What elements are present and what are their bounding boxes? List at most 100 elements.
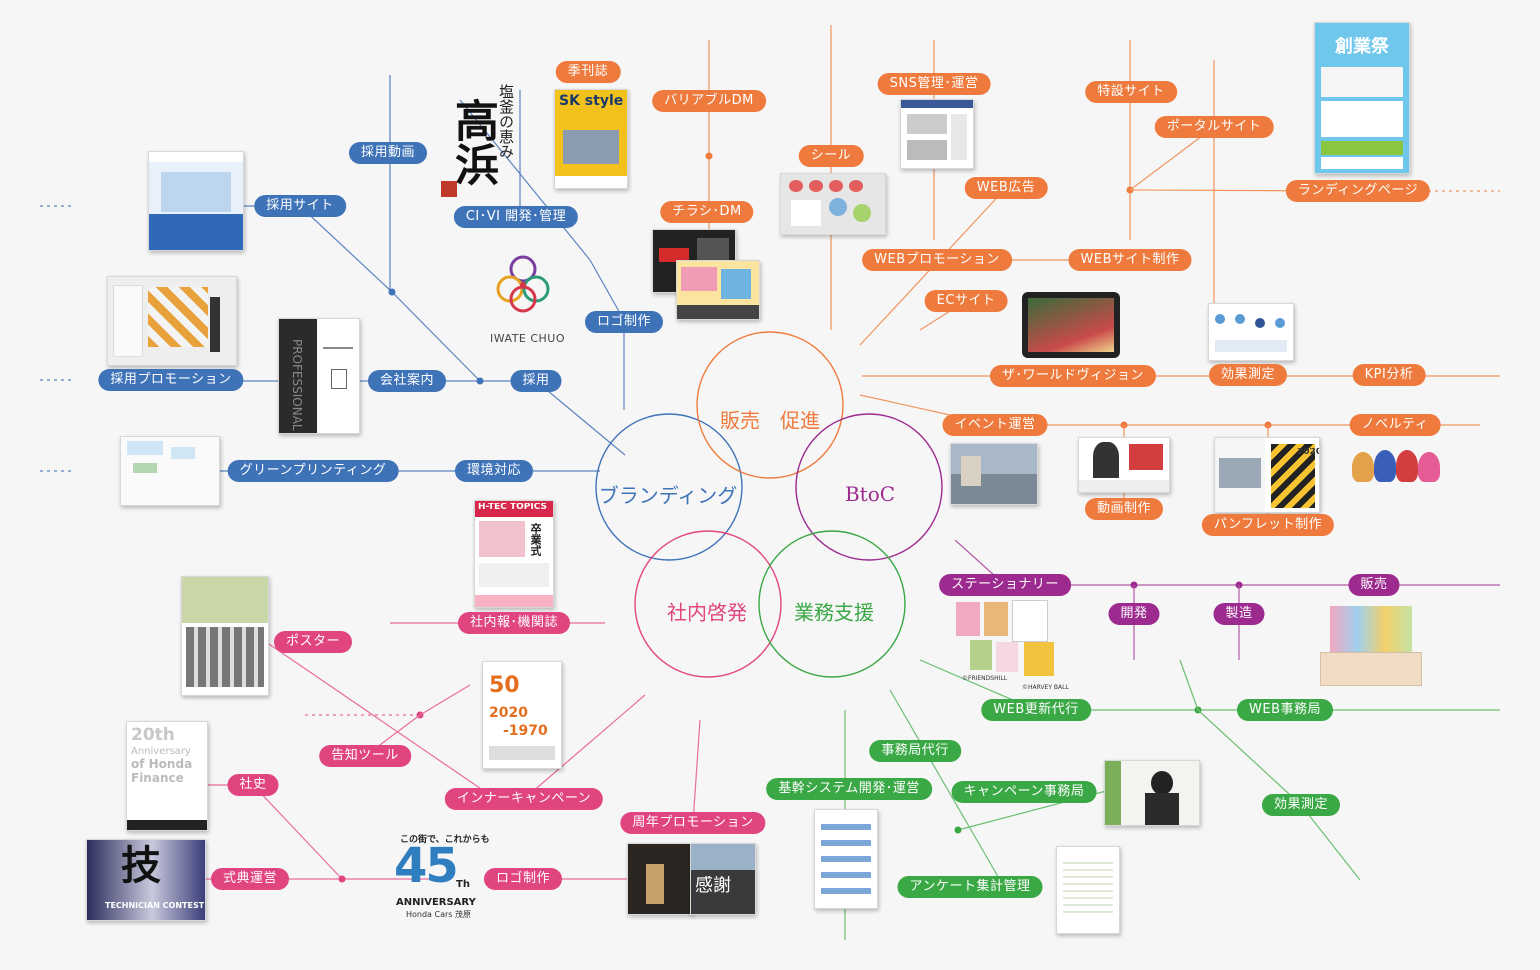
pamphlet-thumbnail: 2020 xyxy=(1214,437,1320,513)
newsletter-label: 社内報･機関誌 xyxy=(457,612,571,634)
survey-label: アンケート集計管理 xyxy=(897,876,1043,898)
recruit-label: 採用 xyxy=(510,370,562,392)
poster-thumbnail xyxy=(181,576,269,696)
survey-thumbnail xyxy=(1056,846,1120,934)
connector-line xyxy=(535,380,626,456)
htec-text: H-TEC TOPICS xyxy=(478,503,547,512)
business-circle-label: 業務支援 xyxy=(794,600,874,625)
core-system-label: 基幹システム開発･運営 xyxy=(766,778,932,800)
takahama-logo-text: 高浜 xyxy=(447,98,498,186)
twenty-finance-text: Finance xyxy=(131,772,184,785)
twenty-honda-text: of Honda xyxy=(131,758,193,771)
connector-line xyxy=(391,291,481,382)
anniversary-photo-1 xyxy=(627,843,693,915)
takahama-top-text: 塩釜の恵み xyxy=(497,84,515,159)
green-printing-thumbnail xyxy=(120,436,220,506)
web-promotion-label: WEBプロモーション xyxy=(862,249,1012,271)
anniversary-promotion-label: 周年プロモーション xyxy=(620,812,766,834)
seal-sheet-thumbnail xyxy=(780,173,886,235)
junction-dot xyxy=(476,377,484,385)
sotsugyou-text: 卒業式 xyxy=(529,523,542,556)
anniv-top-text: この街で、これからも xyxy=(400,835,490,845)
company-history-thumbnail: 20th Anniversary of Honda Finance xyxy=(126,721,208,831)
connector-line xyxy=(265,641,491,796)
branding-circle xyxy=(595,413,743,561)
tablet-thumbnail xyxy=(1022,292,1120,358)
web-site-production-label: WEBサイト制作 xyxy=(1068,249,1192,271)
twenty-anniv-text: Anniversary xyxy=(131,746,191,757)
company-guide-thumbnail: PROFESSIONAL xyxy=(278,318,360,434)
kpi-analysis-label: KPI分析 xyxy=(1352,364,1426,386)
web-ad-label: WEB広告 xyxy=(964,177,1048,199)
effect-measurement-orange-label: 効果測定 xyxy=(1208,364,1288,386)
recruit-site-label: 採用サイト xyxy=(254,195,346,217)
event-photo xyxy=(950,443,1038,505)
branding-circle-label: ブランディング xyxy=(598,483,738,508)
iwate-chuo-text: IWATE CHUO xyxy=(490,332,566,345)
twenty-th-text: 20th xyxy=(131,726,175,745)
company-history-label: 社史 xyxy=(227,774,279,796)
sales-circle-label: 販売 促進 xyxy=(720,408,820,433)
campaign-office-photo xyxy=(1104,760,1200,826)
kansha-text: 感謝 xyxy=(695,876,731,896)
quarterly-magazine-thumbnail: SK style xyxy=(554,89,628,189)
stationery-items xyxy=(950,600,1062,682)
anniv-sub-text: Honda Cars 茂原 xyxy=(406,910,471,919)
junction-dot xyxy=(388,288,396,296)
connector-line xyxy=(1197,709,1302,806)
anniv-number-text: 45 xyxy=(394,838,459,894)
sns-page-thumbnail xyxy=(900,99,974,169)
novelty-label: ノベルティ xyxy=(1349,414,1441,436)
connector-line xyxy=(459,99,591,261)
manufacture-label: 製造 xyxy=(1213,603,1265,625)
variable-dm-label: バリアブルDM xyxy=(652,90,766,112)
seal-label: シール xyxy=(798,145,864,167)
logo-production-pink-label: ロゴ制作 xyxy=(483,868,563,890)
green-printing-label: グリーンプリンティング xyxy=(227,460,399,482)
recruit-video-label: 採用動画 xyxy=(348,142,428,164)
pamphlet-year-text: 2020 xyxy=(1297,448,1320,457)
office-agent-label: 事務局代行 xyxy=(869,740,961,762)
web-office-label: WEB事務局 xyxy=(1237,699,1333,721)
junction-dot xyxy=(338,875,346,883)
business-circle xyxy=(758,530,906,678)
develop-label: 開発 xyxy=(1108,603,1160,625)
pamphlet-production-label: パンフレット制作 xyxy=(1201,514,1335,536)
soukyousai-text: 創業祭 xyxy=(1335,37,1389,57)
notice-tool-label: 告知ツール xyxy=(319,745,411,767)
connector-line xyxy=(692,719,701,824)
fifty-year-a: 2020 xyxy=(489,706,528,721)
video-production-thumbnail xyxy=(1078,437,1170,493)
effect-measurement-green-label: 効果測定 xyxy=(1261,794,1341,816)
ec-site-label: ECサイト xyxy=(924,290,1008,312)
stationery-label: ステーショナリー xyxy=(939,574,1071,596)
tech-contest-text: TECHNICIAN CONTEST xyxy=(105,902,205,910)
company-guide-label: 会社案内 xyxy=(367,370,447,392)
poster-label: ポスター xyxy=(273,631,353,653)
ceremony-label: 式典運営 xyxy=(210,868,290,890)
web-update-label: WEB更新代行 xyxy=(981,699,1091,721)
takahama-seal xyxy=(441,181,457,197)
campaign-office-label: キャンペーン事務局 xyxy=(951,781,1097,803)
anniv-word-text: ANNIVERSARY xyxy=(396,897,476,908)
quarterly-label: 季刊誌 xyxy=(555,61,621,83)
recruit-promotion-label: 採用プロモーション xyxy=(98,369,244,391)
junction-dot xyxy=(954,826,962,834)
booth-photo xyxy=(107,276,237,366)
technician-contest-thumbnail: 技 TECHNICIAN CONTEST xyxy=(86,839,206,921)
harvey-ball-credit: ©HARVEY BALL xyxy=(1022,684,1069,691)
landing-page-thumbnail: 創業祭 xyxy=(1314,22,1410,174)
sns-label: SNS管理･運営 xyxy=(877,73,991,95)
inner-campaign-label: インナーキャンペーン xyxy=(444,788,604,810)
newsletter-thumbnail: H-TEC TOPICS 卒業式 xyxy=(474,500,554,608)
core-system-thumbnail xyxy=(814,809,878,909)
junction-dot xyxy=(705,152,713,160)
sales-label: 販売 xyxy=(1348,574,1400,596)
video-production-label: 動画制作 xyxy=(1084,498,1164,520)
landing-page-label: ランディングページ xyxy=(1285,180,1431,202)
friendshill-credit: ©FRIENDSHILL xyxy=(962,675,1008,682)
connector-line xyxy=(419,684,471,716)
event-operation-label: イベント運営 xyxy=(942,414,1048,436)
logo-production-blue-label: ロゴ制作 xyxy=(584,311,664,333)
btoc-circle-label: BtoC xyxy=(844,482,896,506)
